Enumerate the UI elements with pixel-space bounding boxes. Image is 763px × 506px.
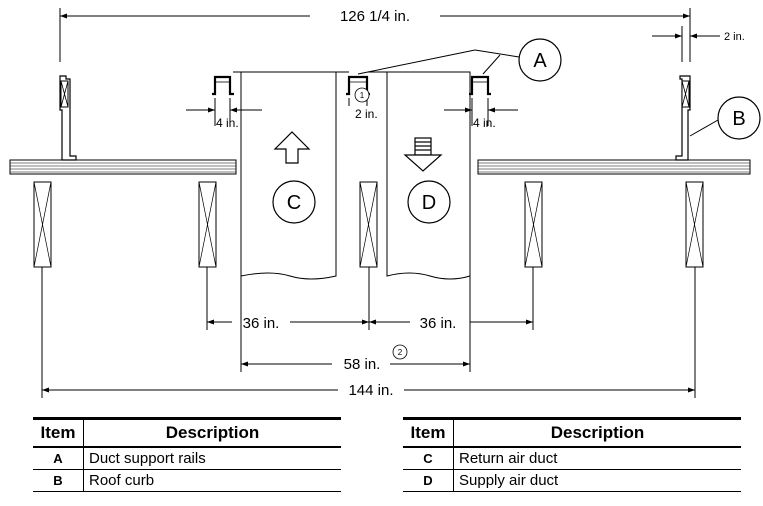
rail-center-dimension: 1 2 in.	[348, 87, 378, 121]
legend-table-right: Item Description C Return air duct D Sup…	[403, 417, 741, 492]
roof-deck-left	[9, 159, 237, 175]
roof-deck-right	[477, 159, 751, 175]
support-post-1	[33, 181, 52, 268]
item-description: Supply air duct	[459, 472, 559, 489]
item-column-header: Item	[33, 418, 84, 447]
note-1-marker	[354, 87, 370, 103]
support-post-2	[198, 181, 217, 268]
curb-wall-label: 2 in.	[724, 31, 745, 43]
table-row: B Roof curb	[33, 469, 341, 492]
curb-wall-dimension: 2 in.	[652, 26, 745, 62]
callout-c-letter: C	[287, 192, 301, 214]
callout-d: D	[407, 180, 451, 224]
overall-top-dimension: 126 1/4 in.	[59, 8, 691, 62]
legend-header-row: Item Description	[403, 418, 741, 447]
table-row: C Return air duct	[403, 447, 741, 470]
duct-span-label: 58 in.	[344, 356, 381, 373]
callout-a: A	[357, 38, 562, 82]
return-air-duct	[233, 71, 349, 280]
rail-center-label: 2 in.	[355, 107, 378, 121]
item-code: D	[403, 469, 454, 492]
supply-air-duct	[368, 71, 471, 280]
callout-a-letter: A	[533, 50, 547, 72]
legend-header-row: Item Description	[33, 418, 341, 447]
rail-right-label: 4 in.	[473, 116, 496, 130]
item-column-header: Item	[403, 418, 454, 447]
support-post-3	[359, 181, 378, 268]
support-post-4	[524, 181, 543, 268]
support-right-dimension: 36 in.	[369, 315, 533, 332]
support-right-label: 36 in.	[420, 315, 457, 332]
callout-d-letter: D	[422, 192, 436, 214]
table-row: A Duct support rails	[33, 447, 341, 470]
duct-span-dimension: 58 in. 2	[241, 344, 470, 373]
roof-curb-left	[59, 75, 77, 161]
support-post-5	[685, 181, 704, 268]
description-column-header: Description	[550, 423, 645, 442]
item-code: C	[403, 447, 454, 470]
rail-left-dimension: 4 in.	[186, 98, 262, 130]
item-code: B	[33, 469, 84, 492]
item-description: Roof curb	[89, 472, 155, 489]
support-left-label: 36 in.	[243, 315, 280, 332]
note-2-number: 2	[398, 348, 403, 357]
roof-curb-right	[675, 75, 691, 161]
callout-b: B	[689, 96, 761, 140]
note-2-marker	[392, 344, 408, 360]
callout-b-letter: B	[732, 108, 745, 130]
rail-right-dimension: 4 in.	[444, 98, 518, 130]
support-left-dimension: 36 in.	[207, 315, 369, 332]
return-airflow-up-arrow-icon	[273, 131, 311, 164]
item-description: Duct support rails	[89, 450, 206, 467]
overall-bottom-label: 144 in.	[348, 382, 393, 399]
rail-left-label: 4 in.	[216, 116, 239, 130]
legend-table-left: Item Description A Duct support rails B …	[33, 417, 341, 492]
table-row: D Supply air duct	[403, 469, 741, 492]
duct-support-rail-right	[469, 75, 491, 96]
extension-lines	[41, 267, 696, 398]
duct-support-rail-left	[212, 75, 234, 96]
note-1-number: 1	[360, 91, 365, 100]
callout-c: C	[272, 180, 316, 224]
overall-top-label: 126 1/4 in.	[340, 8, 410, 25]
supply-airflow-down-arrow-icon	[403, 137, 443, 172]
description-column-header: Description	[165, 423, 260, 442]
overall-bottom-dimension: 144 in.	[42, 382, 695, 399]
duct-curb-diagram: 126 1/4 in. 2 in.	[9, 8, 761, 399]
item-description: Return air duct	[459, 450, 558, 467]
item-code: A	[33, 447, 84, 470]
